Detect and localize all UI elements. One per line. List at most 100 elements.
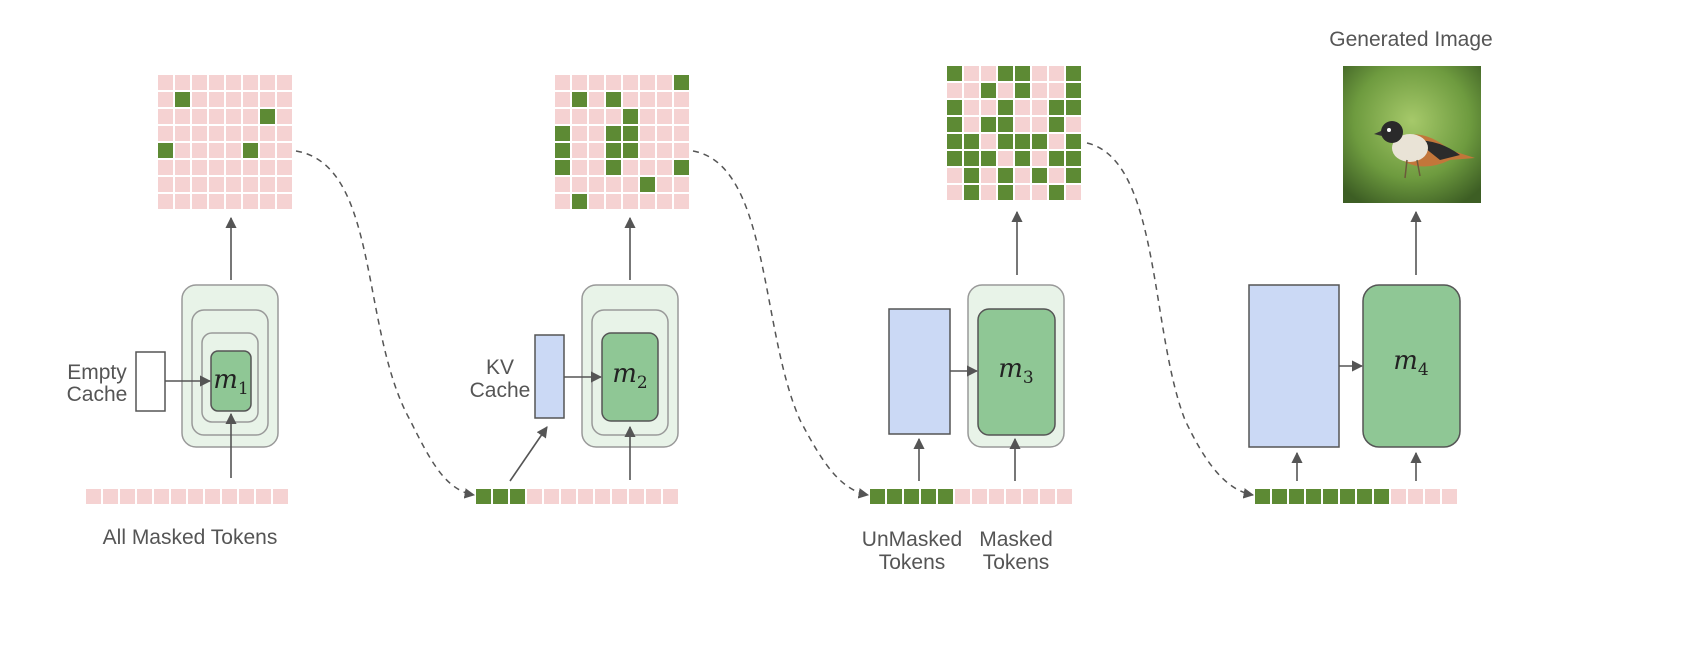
masked-token [277,194,292,209]
masked-token [1425,489,1440,504]
image-patch-token [1066,66,1081,81]
masked-token [674,92,689,107]
masked-token [998,151,1013,166]
masked-token [572,160,587,175]
masked-token [981,100,996,115]
image-patch-token [998,134,1013,149]
masked-token [205,489,220,504]
empty-cache-label-line2: Cache [67,383,128,406]
masked-tokens-label-line1: Masked [979,528,1053,551]
masked-token [589,75,604,90]
masked-token [277,143,292,158]
masked-token [1032,151,1047,166]
masked-token [657,109,672,124]
masked-token [612,489,627,504]
masked-token [192,75,207,90]
masked-token [158,75,173,90]
masked-token [209,92,224,107]
image-patch-token [606,143,621,158]
arrow-tokens-to-cache [509,426,548,482]
image-patch-token [964,151,979,166]
masked-token [1049,83,1064,98]
masked-token [277,109,292,124]
masked-token [589,126,604,141]
image-patch-token [572,92,587,107]
image-patch-token [998,66,1013,81]
masked-token [1032,117,1047,132]
image-patch-token [674,75,689,90]
masked-token [175,160,190,175]
masked-token [158,109,173,124]
masked-token [589,194,604,209]
masked-token [1066,117,1081,132]
masked-token [555,92,570,107]
masked-token [192,126,207,141]
image-patch-token [1049,151,1064,166]
masked-token [209,143,224,158]
masked-token [226,177,241,192]
masked-token [175,75,190,90]
unmasked-token [1255,489,1270,504]
masked-token [640,194,655,209]
image-patch-token [1066,100,1081,115]
image-patch-token [1015,134,1030,149]
stage-4: m4 [1248,210,1461,504]
masked-token [623,194,638,209]
masked-token [1015,185,1030,200]
empty-cache-label-line1: Empty [67,361,127,384]
masked-token [1049,168,1064,183]
image-patch-token [555,160,570,175]
masked-token [226,194,241,209]
masked-token [192,194,207,209]
masked-token [158,160,173,175]
masked-token [158,92,173,107]
unmasked-token [1323,489,1338,504]
kv-cache-box [534,334,565,419]
masked-token [209,160,224,175]
image-patch-token [1049,117,1064,132]
token-grid-step-1 [158,75,292,209]
image-patch-token [947,66,962,81]
unmasked-token [904,489,919,504]
masked-token [1023,489,1038,504]
masked-token [158,194,173,209]
image-patch-token [964,168,979,183]
model-m2-label: m2 [612,359,647,393]
masked-token [260,143,275,158]
token-sequence-step-4 [1255,489,1457,504]
masked-token [1057,489,1072,504]
masked-token [640,109,655,124]
masked-token [572,177,587,192]
image-patch-token [623,109,638,124]
image-patch-token [998,168,1013,183]
image-patch-token [1049,185,1064,200]
masked-token [972,489,987,504]
masked-token [243,177,258,192]
masked-token [640,143,655,158]
masked-token [209,177,224,192]
image-patch-token [1066,168,1081,183]
masked-token [1049,66,1064,81]
unmasked-token [1306,489,1321,504]
unmasked-token [1357,489,1372,504]
masked-token [137,489,152,504]
masked-token [989,489,1004,504]
masked-token [964,100,979,115]
masked-token [158,177,173,192]
masked-token [964,83,979,98]
masked-token [1408,489,1423,504]
masked-tokens-label-line2: Tokens [983,551,1050,574]
masked-token [226,126,241,141]
masked-token [154,489,169,504]
masked-token [595,489,610,504]
masked-token [606,75,621,90]
masked-token [260,177,275,192]
masked-token [1032,100,1047,115]
masked-token [981,134,996,149]
masked-token [606,109,621,124]
image-patch-token [623,143,638,158]
stage-3: m3 UnMasked Tokens Masked Tokens [862,210,1072,574]
unmasked-token [887,489,902,504]
masked-token [947,168,962,183]
unmasked-token [493,489,508,504]
